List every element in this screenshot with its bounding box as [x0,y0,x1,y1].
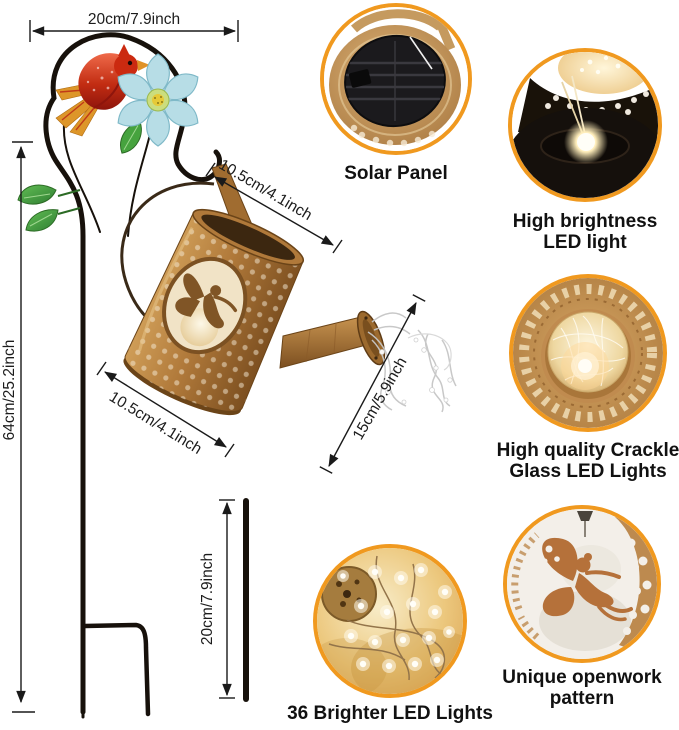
feature-openwork-pattern: Unique openwork pattern [462,505,679,709]
crackle-glass-photo [509,274,667,432]
led-light-image [512,52,658,198]
feature-36-led-lights: 36 Brighter LED Lights [260,544,520,724]
openwork-pattern-photo [503,505,661,663]
watering-can [123,208,305,416]
caption-line: Glass LED Lights [509,461,667,482]
feature-solar-panel: Solar Panel [276,3,516,184]
decorative-wire [62,123,101,233]
can-handle-arc [120,181,215,332]
high-brightness-led-photo [508,48,662,202]
red-bird-ornament [55,44,150,137]
blue-flower-ornament [117,53,199,154]
dim-label-top-width: 20cm/7.9inch [88,11,180,28]
dim-label-spout-length: 15cm/5.9inch [350,355,411,443]
feature-caption: 36 Brighter LED Lights [287,703,493,724]
caption-line: High quality Crackle [496,440,679,461]
feature-high-brightness-led: High brightness LED light [465,48,679,253]
foot-step-bar [82,622,151,717]
dim-stake-length: 20cm/7.9inch [199,499,235,699]
caption-line: LED light [543,232,627,253]
metal-leaves [17,184,81,232]
dim-top-width: 20cm/7.9inch [29,11,239,42]
dim-label-stake-length: 20cm/7.9inch [199,553,216,645]
can-spout [279,310,386,369]
feature-caption: Solar Panel [344,163,448,184]
string-lights-photo [313,544,467,698]
caption-line: High brightness [512,211,658,232]
string-lights-image [317,548,463,694]
fairy-openwork-image [507,509,657,659]
caption-line: pattern [549,688,615,709]
caption-line: 36 Brighter LED Lights [287,703,493,724]
fairy-silhouette [175,273,238,329]
crackle-ball-image [513,278,663,428]
feature-crackle-glass-led: High quality Crackle Glass LED Lights [465,274,679,482]
solar-panel-image [324,7,468,151]
caption-line: Solar Panel [344,163,448,184]
feature-caption: High quality Crackle Glass LED Lights [497,440,679,482]
dim-label-total-height: 64cm/25.2inch [1,340,18,441]
dim-total-height: 64cm/25.2inch [1,141,35,713]
feature-caption: High brightness LED light [513,211,658,253]
fairy-cutout [542,537,633,622]
feature-caption: Unique openwork pattern [502,667,661,709]
caption-line: Unique openwork [502,667,662,688]
solar-panel-photo [320,3,472,155]
